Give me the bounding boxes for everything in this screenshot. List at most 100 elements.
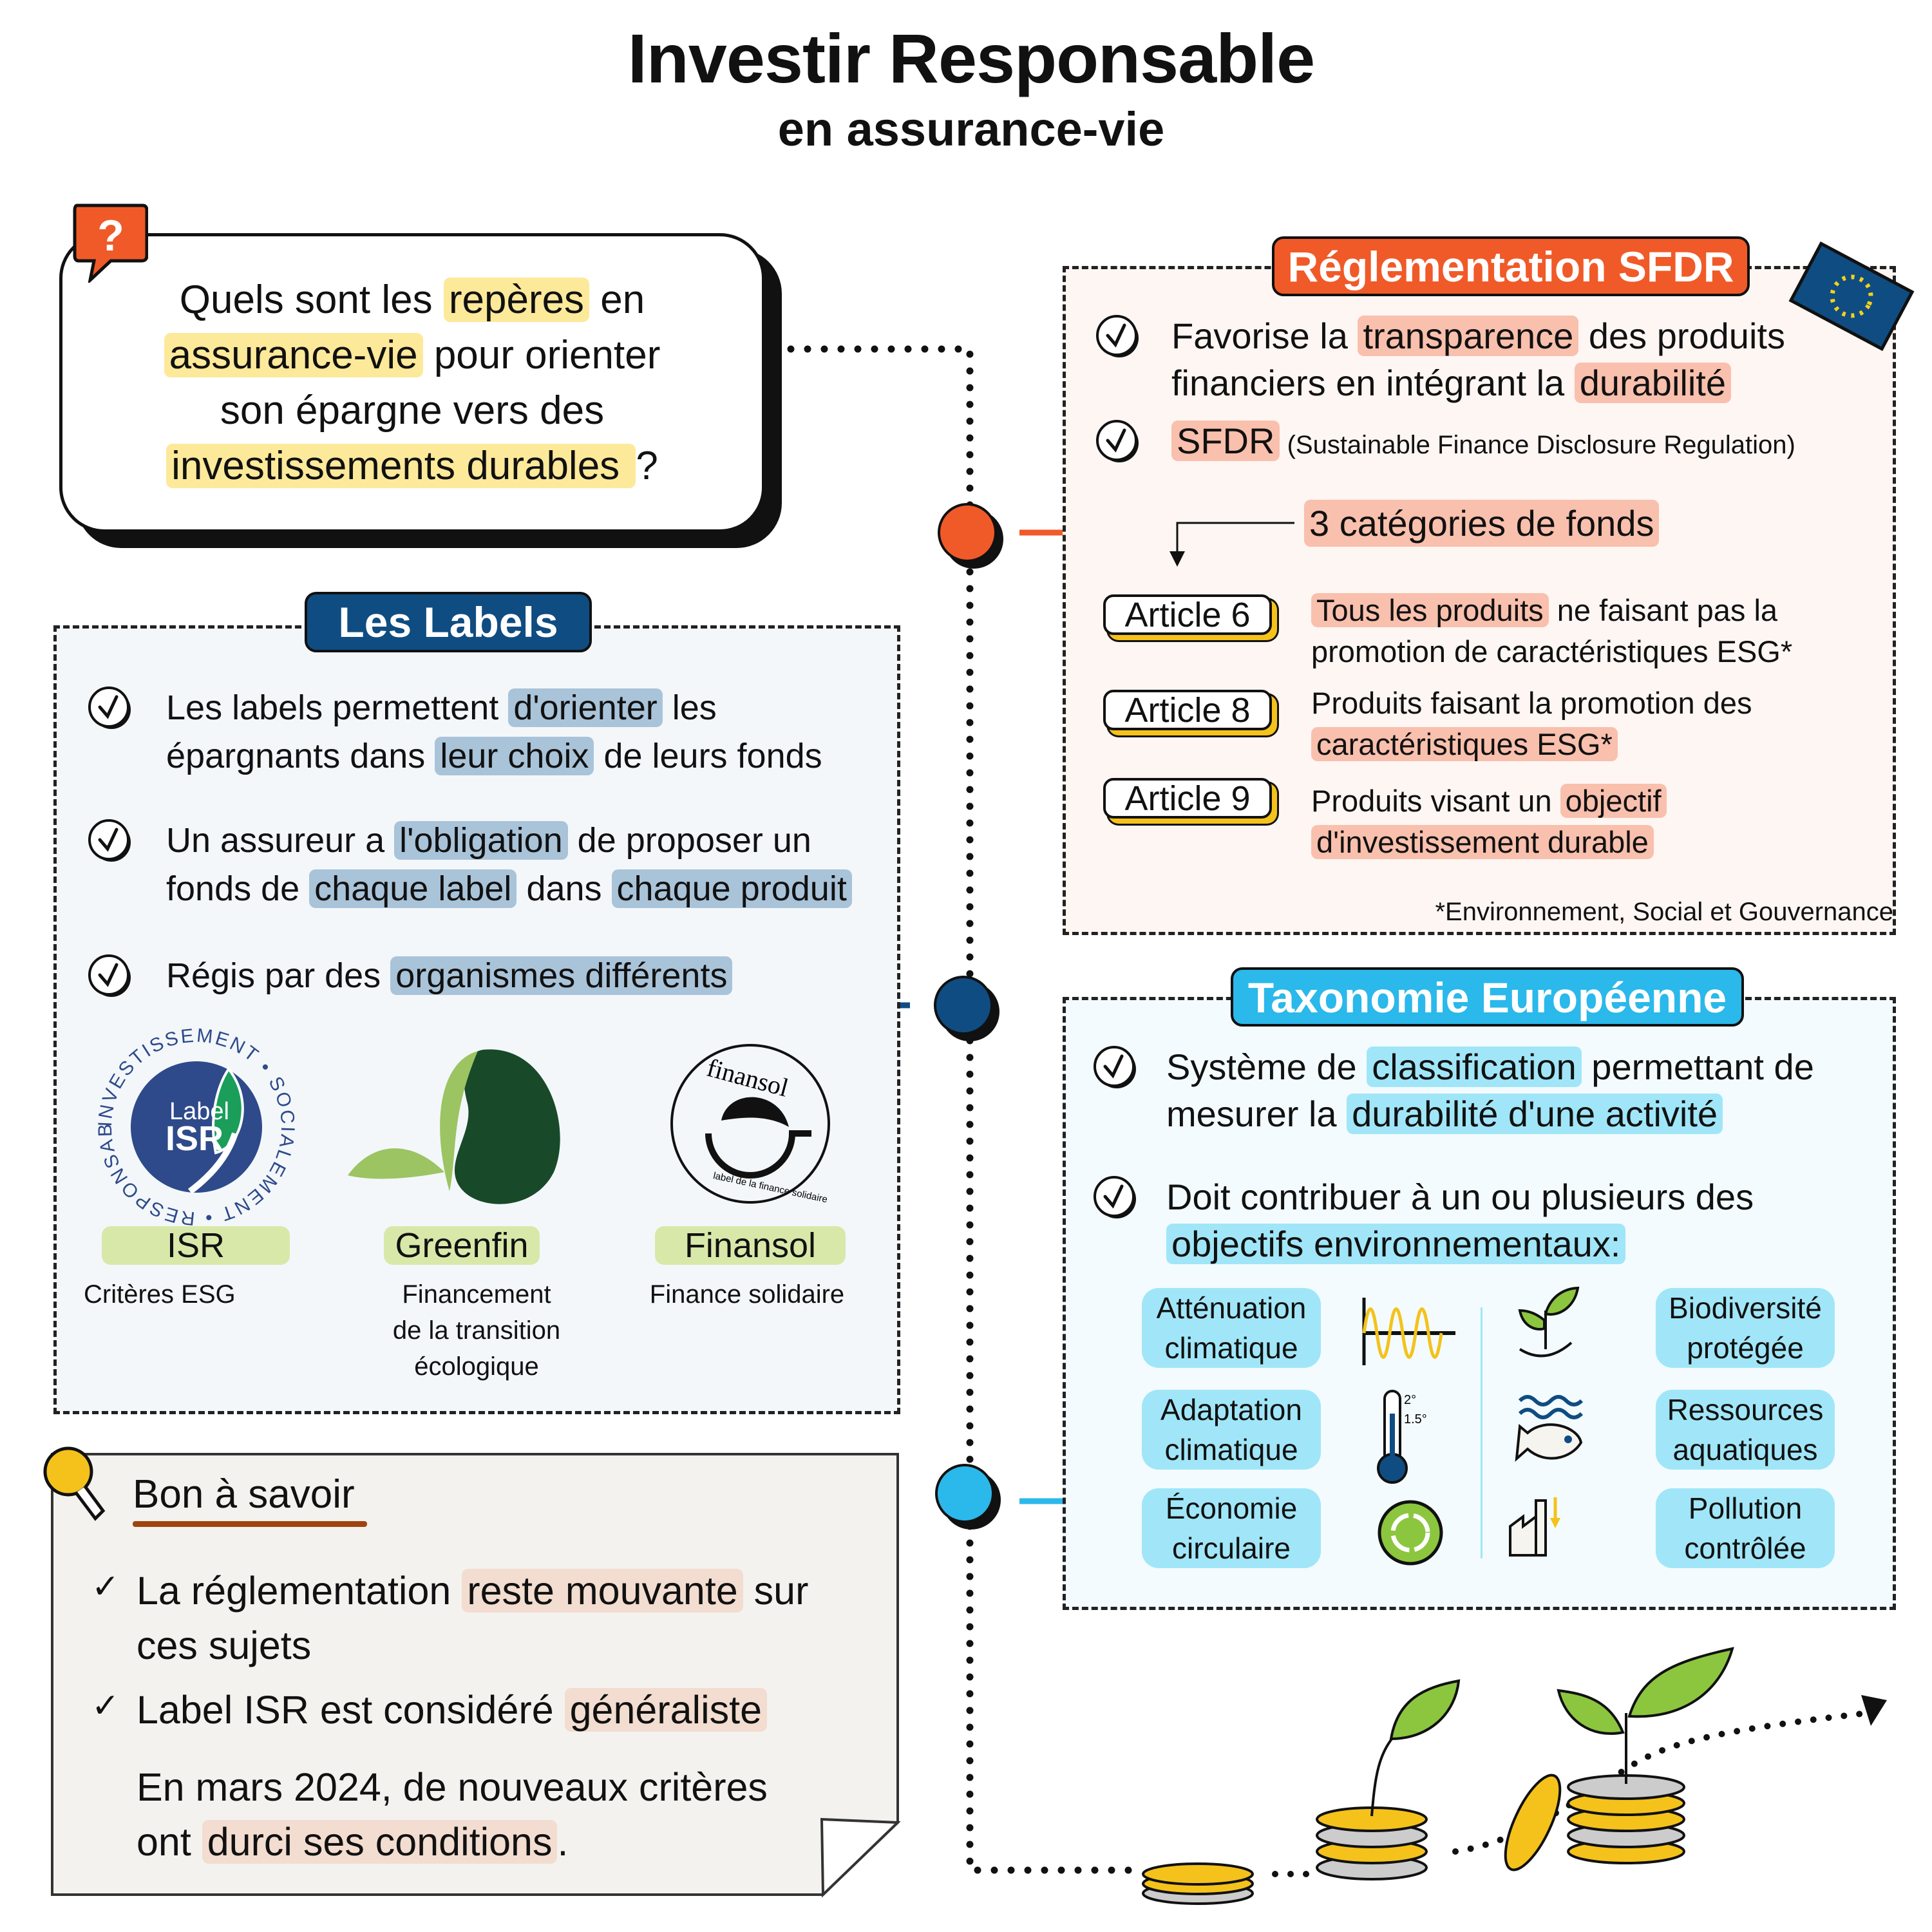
text-segment: de leurs fonds	[594, 737, 822, 775]
svg-text:1.5°: 1.5°	[1404, 1412, 1427, 1426]
text-line: investissements durables ?	[164, 439, 661, 494]
categories-label: 3 catégories de fonds	[1304, 500, 1660, 547]
check-circle-icon	[87, 685, 133, 732]
text-segment: promotion de caractéristiques ESG*	[1311, 634, 1793, 668]
highlight: leur choix	[435, 737, 594, 775]
text-segment: ces sujets	[137, 1624, 312, 1667]
text-segment: En mars 2024, de nouveaux critères	[137, 1765, 768, 1809]
title-underline	[133, 1521, 367, 1527]
text-segment: en	[589, 277, 645, 322]
text-segment: .	[557, 1820, 569, 1864]
text-line: mesurer la durabilité d'une activité	[1166, 1090, 1814, 1137]
text-segment: son épargne vers des	[220, 388, 605, 433]
label-badge-isr: ISR	[102, 1226, 290, 1265]
bon-a-savoir-point: Label ISR est considéré généraliste	[137, 1683, 768, 1738]
text-segment: Favorise la	[1171, 316, 1358, 356]
text-segment: de proposer un	[567, 821, 811, 860]
desc-line: Financement	[402, 1280, 551, 1309]
desc-line: de la transition	[392, 1316, 561, 1345]
text-segment: Un assureur a	[166, 821, 395, 860]
text-segment: Quels sont les	[179, 277, 444, 322]
labels-point: Un assureur a l'obligation de proposer u…	[166, 817, 852, 913]
objective-line: Adaptation	[1160, 1393, 1302, 1426]
text-line: épargnants dans leur choix de leurs fond…	[166, 732, 822, 781]
text-line: Système de classification permettant de	[1166, 1043, 1814, 1090]
text-segment: ?	[636, 443, 658, 488]
taxonomie-point: Doit contribuer à un ou plusieurs des obj…	[1166, 1173, 1754, 1267]
highlight: reste mouvante	[462, 1569, 743, 1613]
svg-text:finansol: finansol	[704, 1053, 791, 1103]
text-segment: Label ISR est considéré	[137, 1688, 565, 1732]
objective-line: aquatiques	[1672, 1433, 1818, 1466]
text-segment: pour orienter	[422, 332, 661, 377]
label-badge-finansol: Finansol	[655, 1226, 846, 1265]
text-segment: Produits faisant la promotion des	[1311, 686, 1752, 720]
text-line: Produits faisant la promotion des	[1311, 683, 1752, 724]
svg-text:Label: Label	[169, 1098, 229, 1125]
objective-line: Ressources	[1667, 1393, 1824, 1426]
text-line: La réglementation reste mouvante sur	[137, 1564, 808, 1618]
objective-line: contrôlée	[1684, 1531, 1806, 1565]
article-badge: Article 9	[1103, 778, 1272, 819]
text-segment: ne faisant pas la	[1548, 593, 1778, 627]
objective-line: climatique	[1164, 1331, 1298, 1365]
oscillation-chart-icon	[1362, 1298, 1455, 1365]
text-segment: (Sustainable Finance Disclosure Regulati…	[1280, 431, 1795, 459]
highlight: organismes différents	[390, 956, 733, 995]
page-title: Investir Responsable	[627, 19, 1315, 97]
timeline-node-labels	[934, 976, 993, 1035]
desc-line: écologique	[414, 1352, 539, 1381]
finansol-logo: finansol label de la finance solidaire	[670, 1044, 830, 1205]
plant-in-hand-icon	[1518, 1286, 1580, 1358]
objective-line: climatique	[1164, 1433, 1298, 1466]
highlight: repères	[443, 277, 590, 322]
text-line: fonds de chaque label dans chaque produi…	[166, 865, 852, 913]
highlight: assurance-vie	[164, 332, 423, 377]
text-segment: Les labels permettent	[166, 688, 509, 727]
timeline-node-taxonomie	[935, 1464, 994, 1523]
text-line: ont durci ses conditions.	[137, 1815, 768, 1870]
text-line: objectifs environnementaux:	[1166, 1220, 1754, 1267]
eu-flag-icon	[1788, 242, 1915, 351]
article-badge: Article 8	[1103, 690, 1272, 730]
highlight: investissements durables	[166, 443, 636, 488]
text-line: En mars 2024, de nouveaux critères	[137, 1760, 768, 1815]
objective-pill: Adaptation climatique	[1142, 1390, 1321, 1470]
text-line: Les labels permettent d'orienter les	[166, 684, 822, 732]
fish-waves-icon	[1515, 1395, 1584, 1462]
highlight: durabilité d'une activité	[1347, 1094, 1723, 1134]
objective-line: Économie	[1165, 1492, 1298, 1525]
highlight: chaque label	[309, 869, 517, 908]
text-segment: Système de	[1166, 1046, 1367, 1087]
text-line: SFDR (Sustainable Finance Disclosure Reg…	[1171, 417, 1795, 469]
highlight: objectifs environnementaux:	[1166, 1224, 1626, 1264]
timeline-node-sfdr	[938, 503, 997, 562]
text-segment: les	[662, 688, 717, 727]
svg-text:ISR: ISR	[166, 1119, 223, 1158]
taxonomie-title: Taxonomie Européenne	[1231, 967, 1744, 1027]
growing-coins-illustration	[1142, 1647, 1887, 1905]
recycle-circle-icon	[1378, 1500, 1443, 1566]
text-segment: fonds de	[166, 869, 310, 908]
highlight: caractéristiques ESG*	[1311, 727, 1618, 761]
bon-a-savoir-point: La réglementation reste mouvante sur ces …	[137, 1564, 808, 1673]
text-line: Quels sont les repères en	[164, 272, 661, 328]
text-segment: dans	[516, 869, 612, 908]
check-circle-icon	[1095, 314, 1141, 360]
text-line: Régis par des organismes différents	[166, 952, 733, 1000]
text-line: Doit contribuer à un ou plusieurs des	[1166, 1173, 1754, 1220]
text-line: caractéristiques ESG*	[1311, 724, 1752, 765]
check-circle-icon	[1092, 1175, 1139, 1221]
objectives-divider	[1481, 1307, 1482, 1558]
sfdr-title: Réglementation SFDR	[1272, 236, 1750, 296]
greenfin-logo	[348, 1049, 560, 1204]
highlight: généraliste	[564, 1688, 768, 1732]
text-segment: Doit contribuer à un ou plusieurs des	[1166, 1177, 1754, 1217]
text-line: Label ISR est considéré généraliste	[137, 1683, 768, 1738]
